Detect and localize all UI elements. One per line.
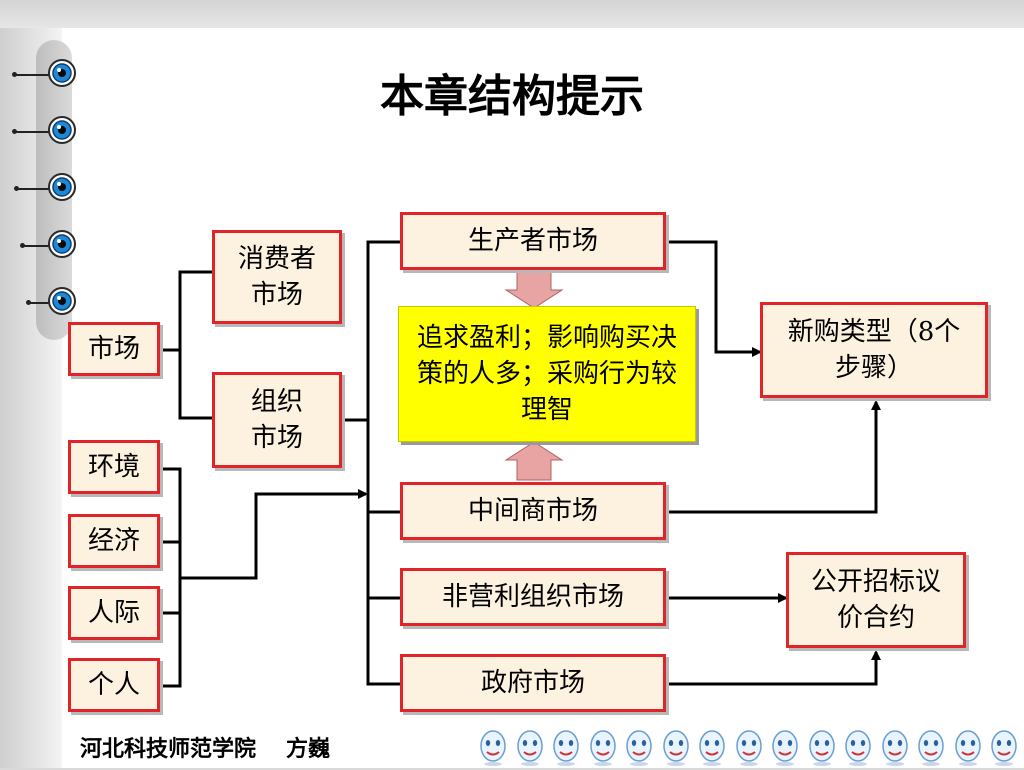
- binder-ring-stem: [16, 131, 54, 133]
- line-org-intermediary: [366, 420, 400, 514]
- eye-ring-icon: [47, 115, 77, 145]
- consumer-market-box: 消费者市场: [212, 230, 342, 324]
- binder-ring-stem: [16, 74, 54, 76]
- footer-faces: [478, 728, 1018, 768]
- smiley-face-icon: [624, 728, 654, 770]
- down-block-arrow: [504, 269, 564, 309]
- market-box: 市场: [68, 322, 160, 376]
- smiley-face-icon: [697, 728, 727, 770]
- smiley-face-icon: [916, 728, 946, 770]
- binder-ring-stem: [24, 245, 54, 247]
- new-buy-box: 新购类型（8个步骤）: [760, 302, 988, 398]
- pursuit-note-box: 追求盈利；影响购买决策的人多；采购行为较理智: [398, 306, 696, 442]
- top-band: [0, 0, 1024, 28]
- smiley-face-icon: [478, 728, 508, 770]
- up-block-arrow: [504, 441, 564, 481]
- economy-box: 经济: [68, 514, 160, 568]
- line-factors-bracket: [160, 467, 182, 688]
- smiley-face-icon: [734, 728, 764, 770]
- footer-author: 方巍: [286, 736, 331, 762]
- producer-market-box: 生产者市场: [400, 212, 666, 270]
- smiley-face-icon: [989, 728, 1019, 770]
- government-market-box: 政府市场: [400, 654, 666, 712]
- eye-ring-icon: [47, 286, 77, 316]
- binder-hole-dot: [14, 186, 19, 191]
- smiley-face-icon: [880, 728, 910, 770]
- smiley-face-icon: [953, 728, 983, 770]
- interpersonal-box: 人际: [68, 586, 160, 640]
- line-producer-newbuy: [666, 240, 762, 357]
- page-title: 本章结构提示: [380, 71, 644, 122]
- line-intermediary-newbuy: [666, 400, 881, 514]
- line-market-branch: [160, 270, 212, 420]
- smiley-face-icon: [807, 728, 837, 770]
- smiley-face-icon: [843, 728, 873, 770]
- footer-credit: 河北科技师范学院 方巍: [80, 734, 380, 764]
- footer-institution: 河北科技师范学院: [80, 736, 257, 762]
- org-market-box: 组织市场: [212, 372, 342, 468]
- individual-box: 个人: [68, 658, 160, 712]
- smiley-face-icon: [661, 728, 691, 770]
- environment-box: 环境: [68, 440, 160, 494]
- binder-hole-dot: [20, 243, 25, 248]
- binder-hole-dot: [12, 72, 17, 77]
- eye-ring-icon: [47, 172, 77, 202]
- line-factors-to-org: [180, 489, 368, 580]
- line-org-government: [366, 598, 400, 686]
- public-bid-box: 公开招标议价合约: [786, 552, 966, 648]
- smiley-face-icon: [770, 728, 800, 770]
- binder-ring-stem: [18, 188, 54, 190]
- smiley-face-icon: [515, 728, 545, 770]
- eye-ring-icon: [47, 58, 77, 88]
- smiley-face-icon: [588, 728, 618, 770]
- intermediary-market-box: 中间商市场: [400, 482, 666, 540]
- smiley-face-icon: [551, 728, 581, 770]
- eye-ring-icon: [47, 229, 77, 259]
- line-government-bid: [666, 650, 881, 686]
- binder-ring-stem: [30, 302, 54, 304]
- binder-hole-dot: [12, 129, 17, 134]
- line-org-trunk: [342, 240, 400, 422]
- nonprofit-market-box: 非营利组织市场: [400, 568, 666, 626]
- line-org-nonprofit: [366, 512, 400, 600]
- binder-hole-dot: [26, 300, 31, 305]
